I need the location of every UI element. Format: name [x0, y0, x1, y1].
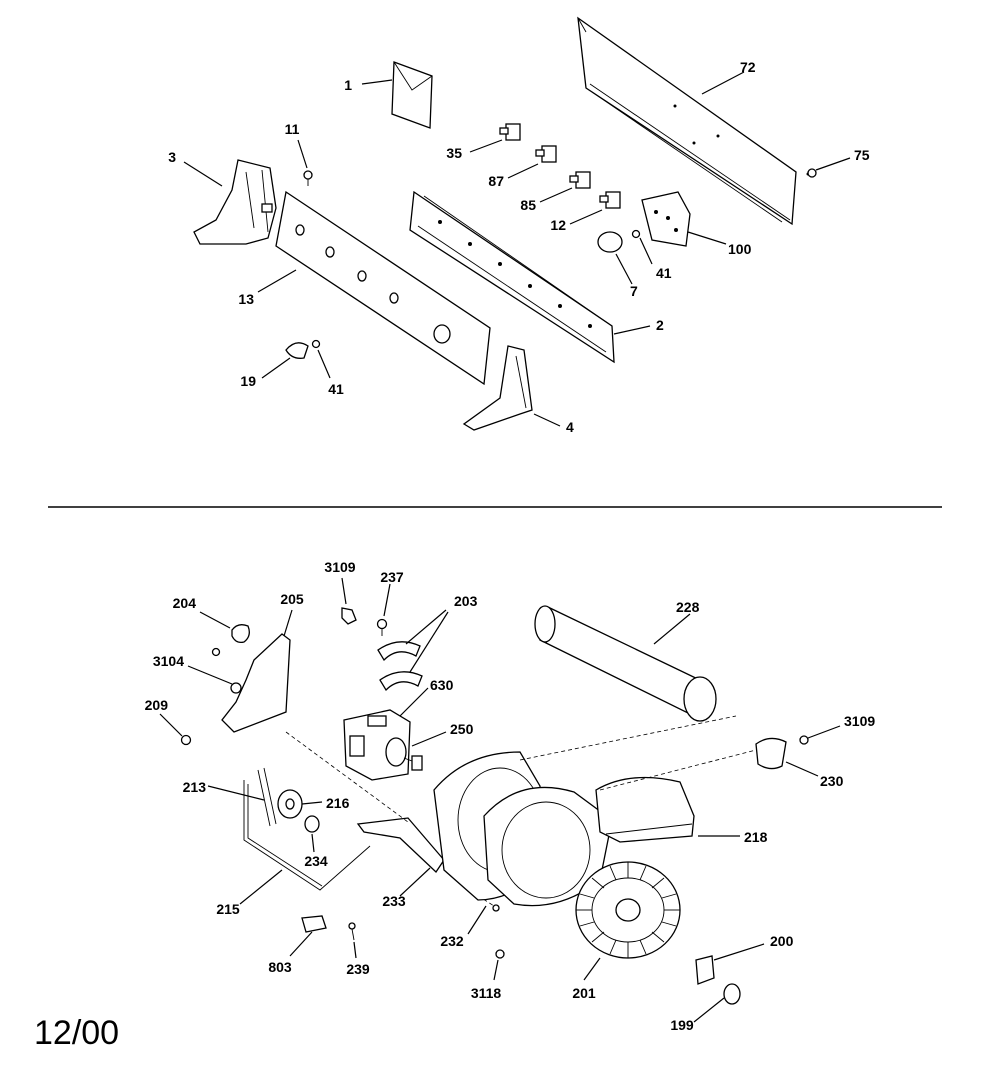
callout-4: 4 — [566, 419, 574, 435]
callout-237: 237 — [380, 569, 404, 585]
part-204-clip — [199, 611, 250, 644]
part-100-timer — [641, 191, 727, 247]
part-12-switch — [569, 191, 621, 225]
part-239-screw — [348, 922, 357, 959]
part-3104-screw — [187, 665, 242, 694]
guide-line — [599, 749, 757, 791]
callout-11: 11 — [285, 121, 300, 137]
callout-218: 218 — [744, 829, 768, 845]
callout-12: 12 — [550, 217, 566, 233]
part-4-end-cap-right — [462, 345, 561, 431]
callout-250: 250 — [450, 721, 474, 737]
part-41-knob-clip-lower — [311, 339, 331, 379]
part-3-end-cap-left — [183, 159, 277, 245]
part-19-knob — [261, 342, 309, 379]
part-233-support — [356, 817, 445, 897]
part-250-motor-shaft — [385, 731, 447, 771]
callout-3118: 3118 — [471, 985, 502, 1001]
part-234-pulley-wheel — [304, 815, 320, 853]
callout-3109-lower: 3109 — [844, 713, 875, 729]
part-11-screw — [297, 139, 313, 186]
part-203-strap — [377, 609, 449, 692]
callout-75: 75 — [854, 147, 870, 163]
part-230-thermostat — [755, 737, 819, 777]
blower-motor-assembly — [159, 577, 841, 1023]
callout-100: 100 — [728, 241, 752, 257]
callout-labels: 1 72 11 3 35 75 87 85 12 100 41 13 7 2 1… — [145, 59, 876, 1033]
callout-213: 213 — [183, 779, 207, 795]
guide-line — [519, 715, 737, 761]
callout-201: 201 — [572, 985, 596, 1001]
callout-215: 215 — [216, 901, 240, 917]
callout-204: 204 — [173, 595, 197, 611]
part-13-control-panel — [257, 190, 491, 386]
control-panel-assembly — [183, 16, 851, 431]
callout-87: 87 — [488, 173, 504, 189]
part-2-bracket — [409, 190, 651, 364]
callout-234: 234 — [304, 853, 328, 869]
part-3109-screw-upper — [341, 577, 357, 625]
callout-233: 233 — [382, 893, 406, 909]
part-228-duct — [534, 605, 717, 722]
guide-line — [285, 731, 409, 823]
part-3118-screw — [493, 949, 505, 981]
part-72-rear-panel — [577, 16, 810, 226]
part-87-switch — [507, 145, 557, 179]
callout-232: 232 — [440, 933, 464, 949]
callout-630: 630 — [430, 677, 454, 693]
callout-228: 228 — [676, 599, 700, 615]
callout-216: 216 — [326, 795, 350, 811]
part-75-screw — [807, 157, 851, 178]
blower-housing — [433, 751, 613, 907]
part-215-idler-arm — [239, 780, 371, 905]
part-237-screw — [376, 583, 391, 636]
part-1-envelope — [361, 61, 433, 129]
callout-7: 7 — [630, 283, 638, 299]
small-screw — [211, 647, 221, 657]
part-41-knob-clip-upper — [631, 229, 653, 265]
part-7-knob — [597, 231, 633, 285]
callout-19: 19 — [240, 373, 256, 389]
callout-2: 2 — [656, 317, 664, 333]
part-201-blower-wheel — [575, 861, 681, 981]
callout-3109-upper: 3109 — [324, 559, 355, 575]
callout-35: 35 — [446, 145, 462, 161]
callout-803: 803 — [268, 959, 292, 975]
part-35-switch — [469, 123, 521, 153]
part-199-fastener — [693, 983, 741, 1023]
callout-200: 200 — [770, 933, 794, 949]
part-200-bracket — [695, 943, 765, 985]
callout-239: 239 — [346, 961, 370, 977]
callout-3104: 3104 — [153, 653, 184, 669]
part-216-idler-pulley — [277, 789, 323, 819]
callout-1: 1 — [344, 77, 352, 93]
part-205-bracket — [221, 609, 293, 733]
callout-230: 230 — [820, 773, 844, 789]
callout-72: 72 — [740, 59, 756, 75]
callout-203: 203 — [454, 593, 478, 609]
date-code: 12/00 — [34, 1014, 119, 1052]
callout-41-lower: 41 — [328, 381, 344, 397]
part-232-pin — [459, 883, 500, 935]
callout-41-upper: 41 — [656, 265, 672, 281]
part-85-switch — [539, 171, 591, 203]
callout-13: 13 — [238, 291, 254, 307]
callout-199: 199 — [670, 1017, 694, 1033]
callout-209: 209 — [145, 697, 169, 713]
part-3109-screw-lower — [799, 725, 841, 745]
callout-205: 205 — [280, 591, 304, 607]
part-803-clip — [289, 915, 327, 957]
callout-85: 85 — [520, 197, 536, 213]
callout-3: 3 — [168, 149, 176, 165]
part-209-plug — [159, 713, 192, 746]
part-213-belt — [207, 767, 277, 827]
part-218-housing — [595, 776, 740, 843]
